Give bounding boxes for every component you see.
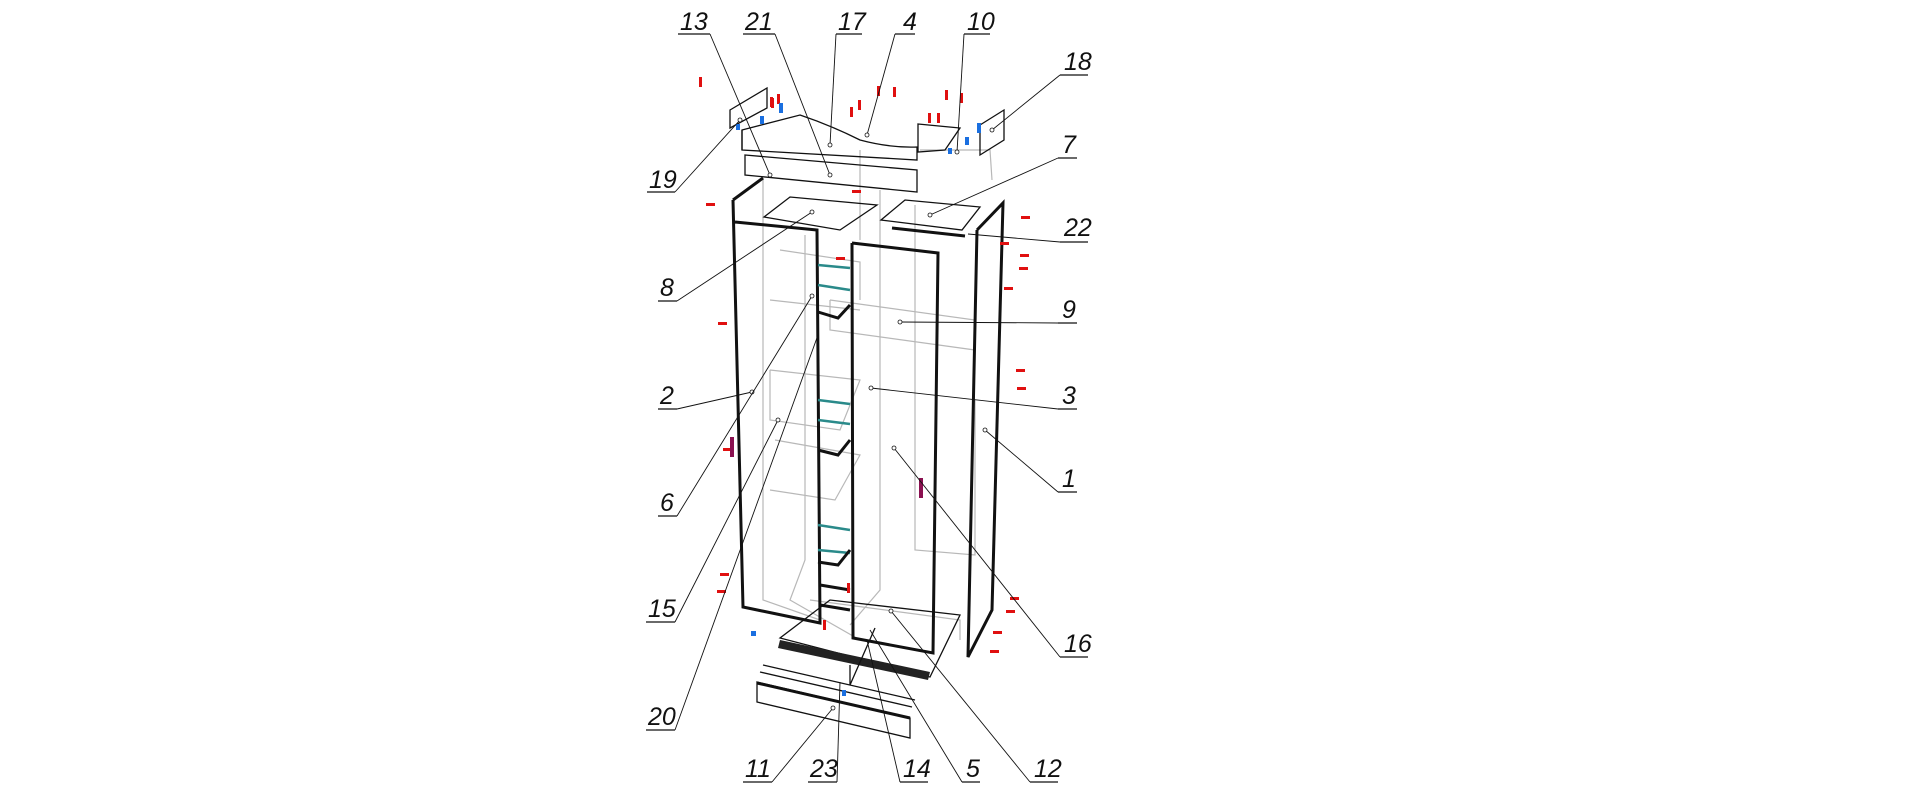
callout-1: 1 xyxy=(982,427,1077,493)
svg-text:23: 23 xyxy=(809,755,838,783)
svg-text:7: 7 xyxy=(1062,131,1077,159)
callout-17: 17 xyxy=(827,8,867,148)
fittings xyxy=(699,77,1030,696)
callout-6: 6 xyxy=(658,293,815,517)
end-cap-18 xyxy=(979,108,1005,157)
svg-text:1: 1 xyxy=(1062,465,1076,493)
svg-text:12: 12 xyxy=(1034,755,1062,783)
callout-15: 15 xyxy=(646,417,781,623)
callout-13: 13 xyxy=(678,8,773,178)
callout-14: 14 xyxy=(866,639,931,783)
svg-text:21: 21 xyxy=(744,8,773,36)
top-panel-4 xyxy=(741,114,918,161)
svg-text:20: 20 xyxy=(647,703,676,731)
top-rail-17 xyxy=(744,154,918,193)
callout-12: 12 xyxy=(888,608,1062,783)
svg-text:17: 17 xyxy=(838,8,867,36)
callout-5: 5 xyxy=(869,629,980,783)
svg-text:13: 13 xyxy=(680,8,708,36)
svg-text:22: 22 xyxy=(1063,214,1092,242)
callout-2: 2 xyxy=(658,382,755,410)
svg-text:4: 4 xyxy=(903,8,917,36)
svg-text:14: 14 xyxy=(903,755,931,783)
callout-10: 10 xyxy=(954,8,995,155)
svg-text:15: 15 xyxy=(648,595,676,623)
svg-text:3: 3 xyxy=(1062,382,1076,410)
middle-shelves xyxy=(817,263,852,612)
door-2 xyxy=(731,176,822,625)
callout-11: 11 xyxy=(743,705,836,783)
callout-4: 4 xyxy=(864,8,917,138)
svg-text:19: 19 xyxy=(649,166,677,194)
callout-23: 23 xyxy=(808,681,841,783)
callout-21: 21 xyxy=(743,8,833,178)
end-cap-13 xyxy=(729,86,768,130)
svg-text:10: 10 xyxy=(967,8,995,36)
door-3 xyxy=(850,241,940,655)
shelf-7 xyxy=(879,199,982,231)
callout-3: 3 xyxy=(868,382,1077,410)
callout-19: 19 xyxy=(647,117,743,194)
callouts: 13 21 17 4 10 18 19 7 22 8 9 2 3 6 1 15 … xyxy=(646,8,1092,783)
top-shelf-10 xyxy=(917,123,962,153)
callout-18: 18 xyxy=(989,48,1092,133)
support-14 xyxy=(849,627,876,686)
side-panel-1 xyxy=(966,199,1005,658)
shelf-8 xyxy=(762,196,879,231)
callout-9: 9 xyxy=(897,296,1077,325)
svg-text:11: 11 xyxy=(745,755,771,783)
hidden-edges xyxy=(762,149,993,641)
svg-text:6: 6 xyxy=(660,489,674,517)
svg-text:16: 16 xyxy=(1064,630,1092,658)
svg-text:2: 2 xyxy=(659,382,674,410)
callout-20: 20 xyxy=(646,334,819,731)
svg-text:18: 18 xyxy=(1064,48,1092,76)
svg-text:5: 5 xyxy=(966,755,980,783)
bottom-strip-12 xyxy=(778,640,930,680)
callout-22: 22 xyxy=(967,214,1092,243)
callout-7: 7 xyxy=(927,131,1077,218)
shelf-22 xyxy=(891,226,966,238)
callout-8: 8 xyxy=(658,209,815,302)
svg-text:8: 8 xyxy=(660,274,674,302)
callout-16: 16 xyxy=(891,445,1092,658)
svg-text:9: 9 xyxy=(1062,296,1076,324)
